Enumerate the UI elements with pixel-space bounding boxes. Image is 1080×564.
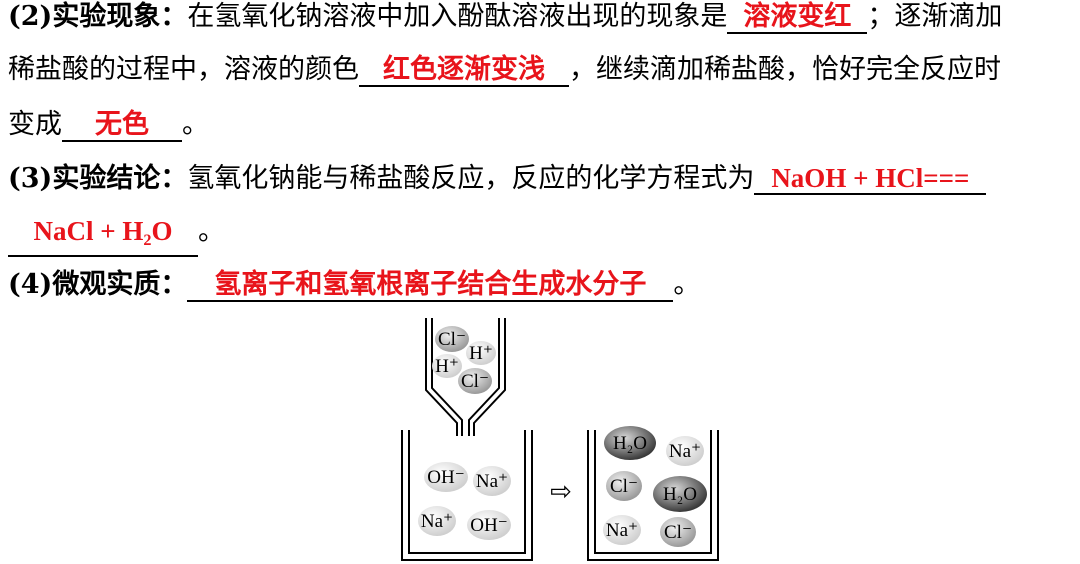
left-beaker-inner bbox=[408, 430, 526, 554]
right-ion-na-1: Na⁺ bbox=[666, 436, 704, 466]
dropper-left-outer bbox=[425, 318, 458, 436]
right-ion-label: Cl⁻ bbox=[664, 522, 692, 543]
left-ion-oh-2: OH⁻ bbox=[467, 510, 511, 540]
q2-answer-3: 无色 bbox=[62, 110, 182, 142]
right-ion-cl-2: Cl⁻ bbox=[660, 517, 696, 547]
dropper-ion-h-2: H⁺ bbox=[432, 354, 462, 378]
q3-text-1: 氢氧化钠能与稀盐酸反应，反应的化学方程式为 bbox=[187, 163, 755, 194]
dropper-ion-label: Cl⁻ bbox=[461, 371, 489, 392]
q2-text-2: ；逐渐滴加 bbox=[867, 1, 1003, 32]
q3-line-2: NaCl + H2O。 bbox=[8, 215, 225, 257]
q3-answer-part-2: NaCl + H2O bbox=[8, 216, 198, 257]
left-ion-label: Na⁺ bbox=[421, 511, 453, 532]
dropper-left-inner bbox=[431, 318, 463, 436]
right-beaker-inner bbox=[594, 430, 712, 554]
right-ion-label: Cl⁻ bbox=[610, 476, 638, 497]
q2-line-3: 变成无色。 bbox=[8, 108, 209, 142]
left-ion-label: Na⁺ bbox=[476, 471, 508, 492]
q2-text-3: 稀盐酸的过程中，溶液的颜色 bbox=[8, 54, 359, 85]
right-molecule-h2o-2: H₂O bbox=[653, 476, 707, 512]
q4-line: (4)微观实质：氢离子和氢氧根离子结合生成水分子。 bbox=[8, 268, 700, 302]
q2-answer-1: 溶液变红 bbox=[727, 2, 868, 34]
dropper-ion-cl-1: Cl⁻ bbox=[435, 326, 469, 352]
q2-label: (2)实验现象： bbox=[8, 1, 188, 32]
q3-text-2: 。 bbox=[198, 216, 225, 247]
dropper-ion-h-1: H⁺ bbox=[466, 341, 496, 365]
q2-text-6: 。 bbox=[182, 109, 209, 140]
left-beaker bbox=[401, 430, 533, 561]
q3-answer-part-1: NaOH + HCl=== bbox=[754, 163, 987, 195]
left-ion-label: OH⁻ bbox=[470, 515, 507, 536]
q3-answer-part-2b: O bbox=[151, 216, 173, 246]
right-beaker-outer bbox=[587, 430, 719, 561]
left-ion-na-1: Na⁺ bbox=[473, 466, 511, 496]
dropper-right-outer bbox=[473, 318, 506, 436]
right-ion-label: H₂O bbox=[663, 484, 697, 505]
q3-label: (3)实验结论： bbox=[8, 163, 188, 194]
dropper bbox=[425, 318, 506, 436]
q4-label: (4)微观实质： bbox=[8, 269, 188, 300]
left-ion-na-2: Na⁺ bbox=[418, 506, 456, 536]
right-ion-cl-1: Cl⁻ bbox=[606, 471, 642, 501]
q4-answer: 氢离子和氢氧根离子结合生成水分子 bbox=[187, 270, 674, 302]
left-ion-label: OH⁻ bbox=[427, 467, 464, 488]
q2-text-4: ，继续滴加稀盐酸，恰好完全反应时 bbox=[569, 54, 1001, 85]
q2-answer-2: 红色逐渐变浅 bbox=[359, 55, 569, 87]
q2-text-5: 变成 bbox=[8, 109, 62, 140]
q4-text-1: 。 bbox=[673, 269, 701, 300]
dropper-ion-cl-2: Cl⁻ bbox=[458, 368, 492, 394]
right-ion-label: Na⁺ bbox=[606, 520, 638, 541]
dropper-right-inner bbox=[468, 318, 500, 436]
q2-line-1: (2)实验现象：在氢氧化钠溶液中加入酚酞溶液出现的现象是溶液变红；逐渐滴加 bbox=[8, 0, 1002, 34]
q3-answer-part-2a: NaCl + H bbox=[33, 216, 144, 246]
q2-text-1: 在氢氧化钠溶液中加入酚酞溶液出现的现象是 bbox=[187, 1, 728, 32]
right-ion-label: Na⁺ bbox=[669, 441, 701, 462]
reaction-diagram: Cl⁻ H⁺ H⁺ Cl⁻ OH⁻ Na⁺ Na⁺ OH⁻ ⇨ H₂ bbox=[401, 318, 719, 561]
dropper-ion-label: Cl⁻ bbox=[438, 329, 466, 350]
right-beaker bbox=[587, 430, 719, 561]
left-beaker-outer bbox=[401, 430, 533, 561]
q2-line-2: 稀盐酸的过程中，溶液的颜色红色逐渐变浅，继续滴加稀盐酸，恰好完全反应时 bbox=[8, 53, 1001, 87]
dropper-ion-label: H⁺ bbox=[435, 356, 459, 377]
left-ion-oh-1: OH⁻ bbox=[424, 462, 468, 492]
right-ion-label: H₂O bbox=[613, 433, 647, 454]
right-ion-na-2: Na⁺ bbox=[603, 515, 641, 545]
q3-answer-sub: 2 bbox=[143, 230, 152, 249]
arrow-icon: ⇨ bbox=[550, 477, 572, 507]
right-molecule-h2o-1: H₂O bbox=[604, 426, 656, 460]
dropper-ion-label: H⁺ bbox=[469, 343, 493, 364]
